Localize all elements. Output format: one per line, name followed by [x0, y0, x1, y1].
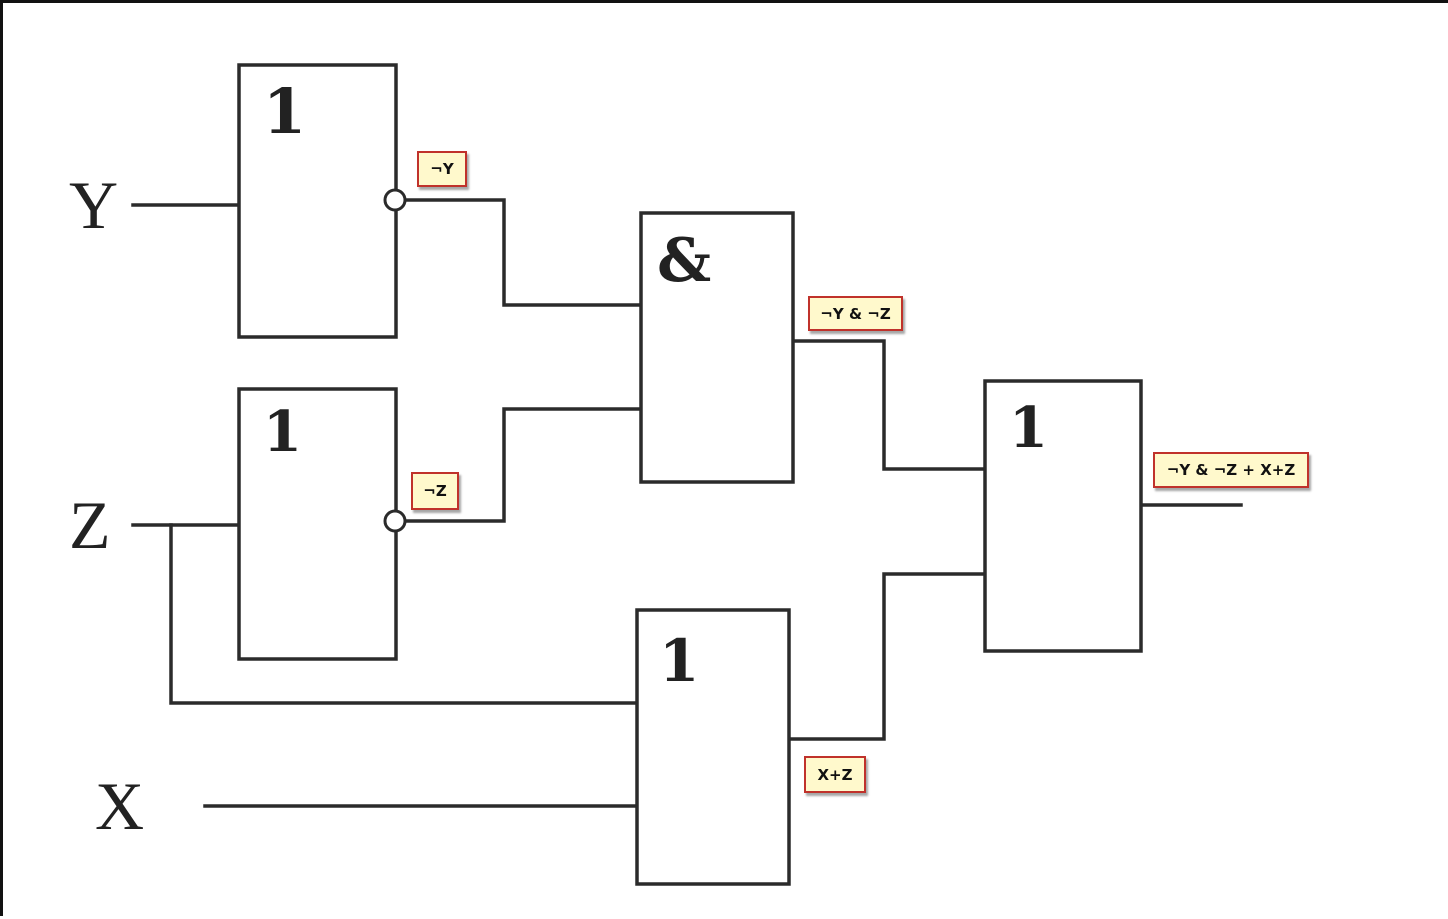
annotation-not-y: ¬Y [417, 151, 467, 187]
wire-not-y-to-and [403, 198, 643, 307]
wire-or-xz-to-or [787, 572, 987, 741]
annotation-not-z: ¬Z [411, 472, 459, 510]
gate-symbol-or-xz: 1 [659, 627, 699, 695]
gate-symbol-not-z: 1 [263, 399, 302, 465]
gate-symbol-or-output: 1 [1009, 395, 1048, 461]
gate-or-output [983, 379, 1143, 653]
gate-symbol-and: & [657, 226, 711, 296]
gate-and [639, 211, 795, 484]
annotation-and-output: ¬Y & ¬Z [808, 296, 903, 331]
gate-not-z [237, 387, 398, 661]
annotation-final-output: ¬Y & ¬Z + X+Z [1153, 452, 1309, 488]
input-label-y: Y [69, 167, 118, 243]
wire-and-to-or [791, 339, 987, 471]
inverter-bubble-y [383, 188, 407, 212]
wire-z-branch [169, 523, 639, 705]
inverter-bubble-z [383, 509, 407, 533]
input-label-x: X [95, 768, 144, 844]
circuit-canvas: Y Z X 1 1 & 1 1 [69, 63, 1243, 886]
input-label-z: Z [69, 487, 111, 563]
gate-or-xz [635, 608, 791, 886]
wire-not-z-to-and [403, 407, 653, 523]
gate-symbol-not-y: 1 [263, 75, 306, 148]
annotation-or-xz-output: X+Z [804, 756, 866, 793]
